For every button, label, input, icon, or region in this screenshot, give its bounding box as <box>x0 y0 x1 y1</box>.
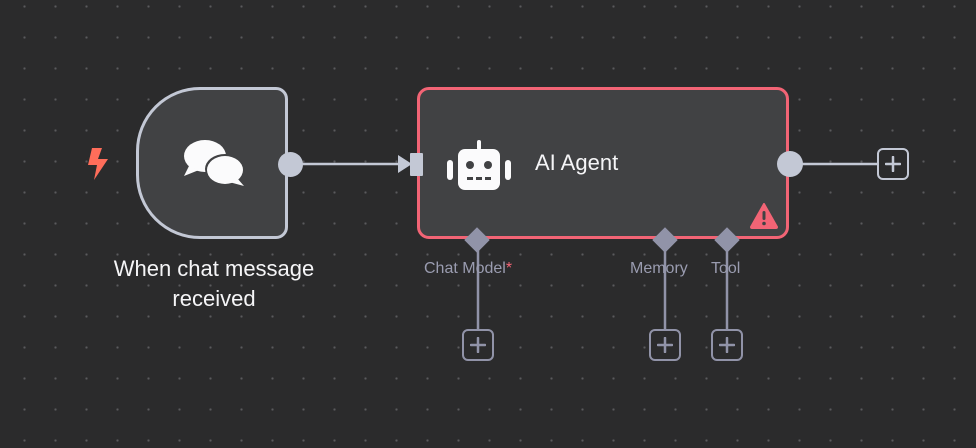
tool-label: Tool <box>711 260 741 277</box>
add-node-after-agent-button[interactable] <box>877 148 909 180</box>
lightning-bolt-icon <box>86 146 112 187</box>
required-asterisk: * <box>505 260 513 277</box>
plus-icon <box>657 337 673 353</box>
trigger-output-handle[interactable] <box>278 152 303 177</box>
agent-input-handle[interactable] <box>410 153 423 176</box>
warning-triangle-icon[interactable] <box>750 203 778 234</box>
add-chat-model-button[interactable] <box>462 329 494 361</box>
plus-icon <box>885 156 901 172</box>
trigger-node-label: When chat message received <box>113 256 315 311</box>
trigger-node-chat-message[interactable] <box>136 87 288 239</box>
chat-bubbles-icon <box>181 138 247 195</box>
add-tool-button[interactable] <box>711 329 743 361</box>
add-memory-button[interactable] <box>649 329 681 361</box>
ai-agent-title: AI Agent <box>535 150 619 175</box>
robot-icon <box>446 140 512 197</box>
connection-arrowhead <box>398 155 412 173</box>
chat-model-label-text: Chat Model <box>424 260 506 277</box>
memory-label: Memory <box>630 260 688 277</box>
chat-model-label: Chat Model* <box>424 259 512 279</box>
plus-icon <box>719 337 735 353</box>
agent-output-handle[interactable] <box>777 151 803 177</box>
plus-icon <box>470 337 486 353</box>
